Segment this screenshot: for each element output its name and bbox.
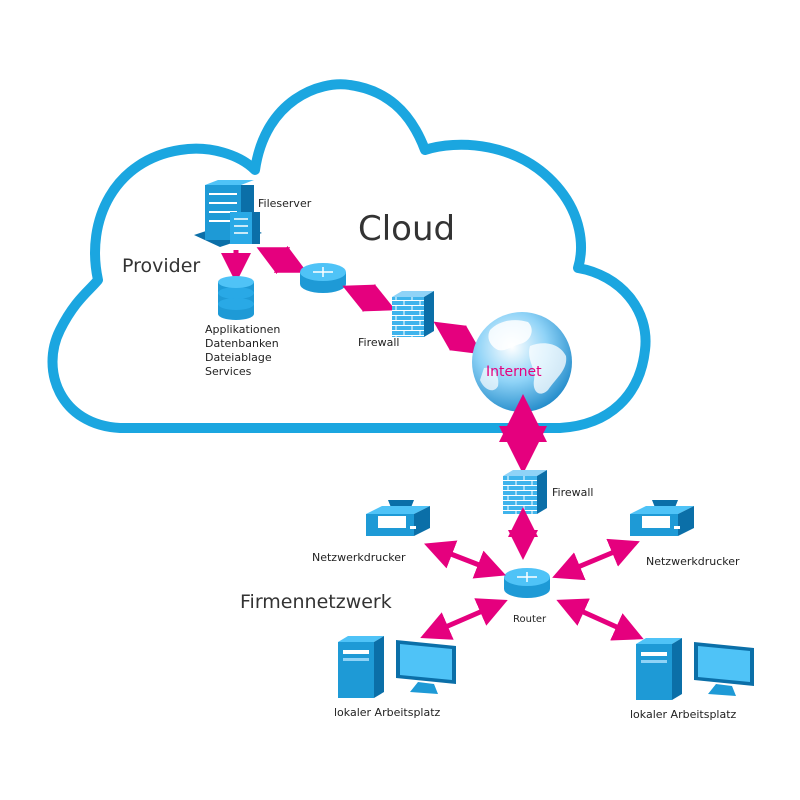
- cloud-title: Cloud: [358, 209, 455, 249]
- network-title: Firmennetzwerk: [240, 591, 392, 613]
- service-item-1: Datenbanken: [205, 337, 279, 350]
- server-icon: [194, 180, 262, 247]
- service-item-2: Dateiablage: [205, 351, 272, 364]
- router-firewall-arrow: [342, 284, 396, 312]
- firewall-internet-arrow: [433, 321, 483, 355]
- router-printer-left-arrow: [424, 540, 506, 579]
- service-item-0: Applikationen: [205, 323, 280, 336]
- firewall-icon: [392, 291, 434, 337]
- printer-icon: [366, 500, 430, 536]
- provider-label: Provider: [122, 255, 200, 277]
- fileserver-label: Fileserver: [258, 197, 312, 210]
- workstation-left-label: lokaler Arbeitsplatz: [334, 706, 441, 719]
- router-printer-right-arrow: [552, 538, 640, 581]
- globe-icon: [472, 312, 572, 412]
- firewall-icon: [503, 470, 547, 514]
- printer-left-label: Netzwerkdrucker: [312, 551, 406, 564]
- network-firewall-label: Firewall: [552, 486, 593, 499]
- workstation-right-label: lokaler Arbeitsplatz: [630, 708, 737, 721]
- internet-label: Internet: [486, 364, 542, 380]
- cloud-firewall-label: Firewall: [358, 336, 399, 349]
- router-icon: [504, 568, 550, 598]
- printer-right-label: Netzwerkdrucker: [646, 555, 740, 568]
- router-workstation-left-arrow: [420, 598, 508, 640]
- router-workstation-right-arrow: [556, 598, 644, 641]
- router-icon: [300, 263, 346, 293]
- printer-icon: [630, 500, 694, 536]
- router-label: Router: [513, 614, 547, 625]
- server-router-arrow: [256, 245, 308, 275]
- database-icon: [218, 276, 254, 320]
- service-item-3: Services: [205, 365, 252, 378]
- workstation-icon: [338, 636, 456, 698]
- workstation-icon: [636, 638, 754, 700]
